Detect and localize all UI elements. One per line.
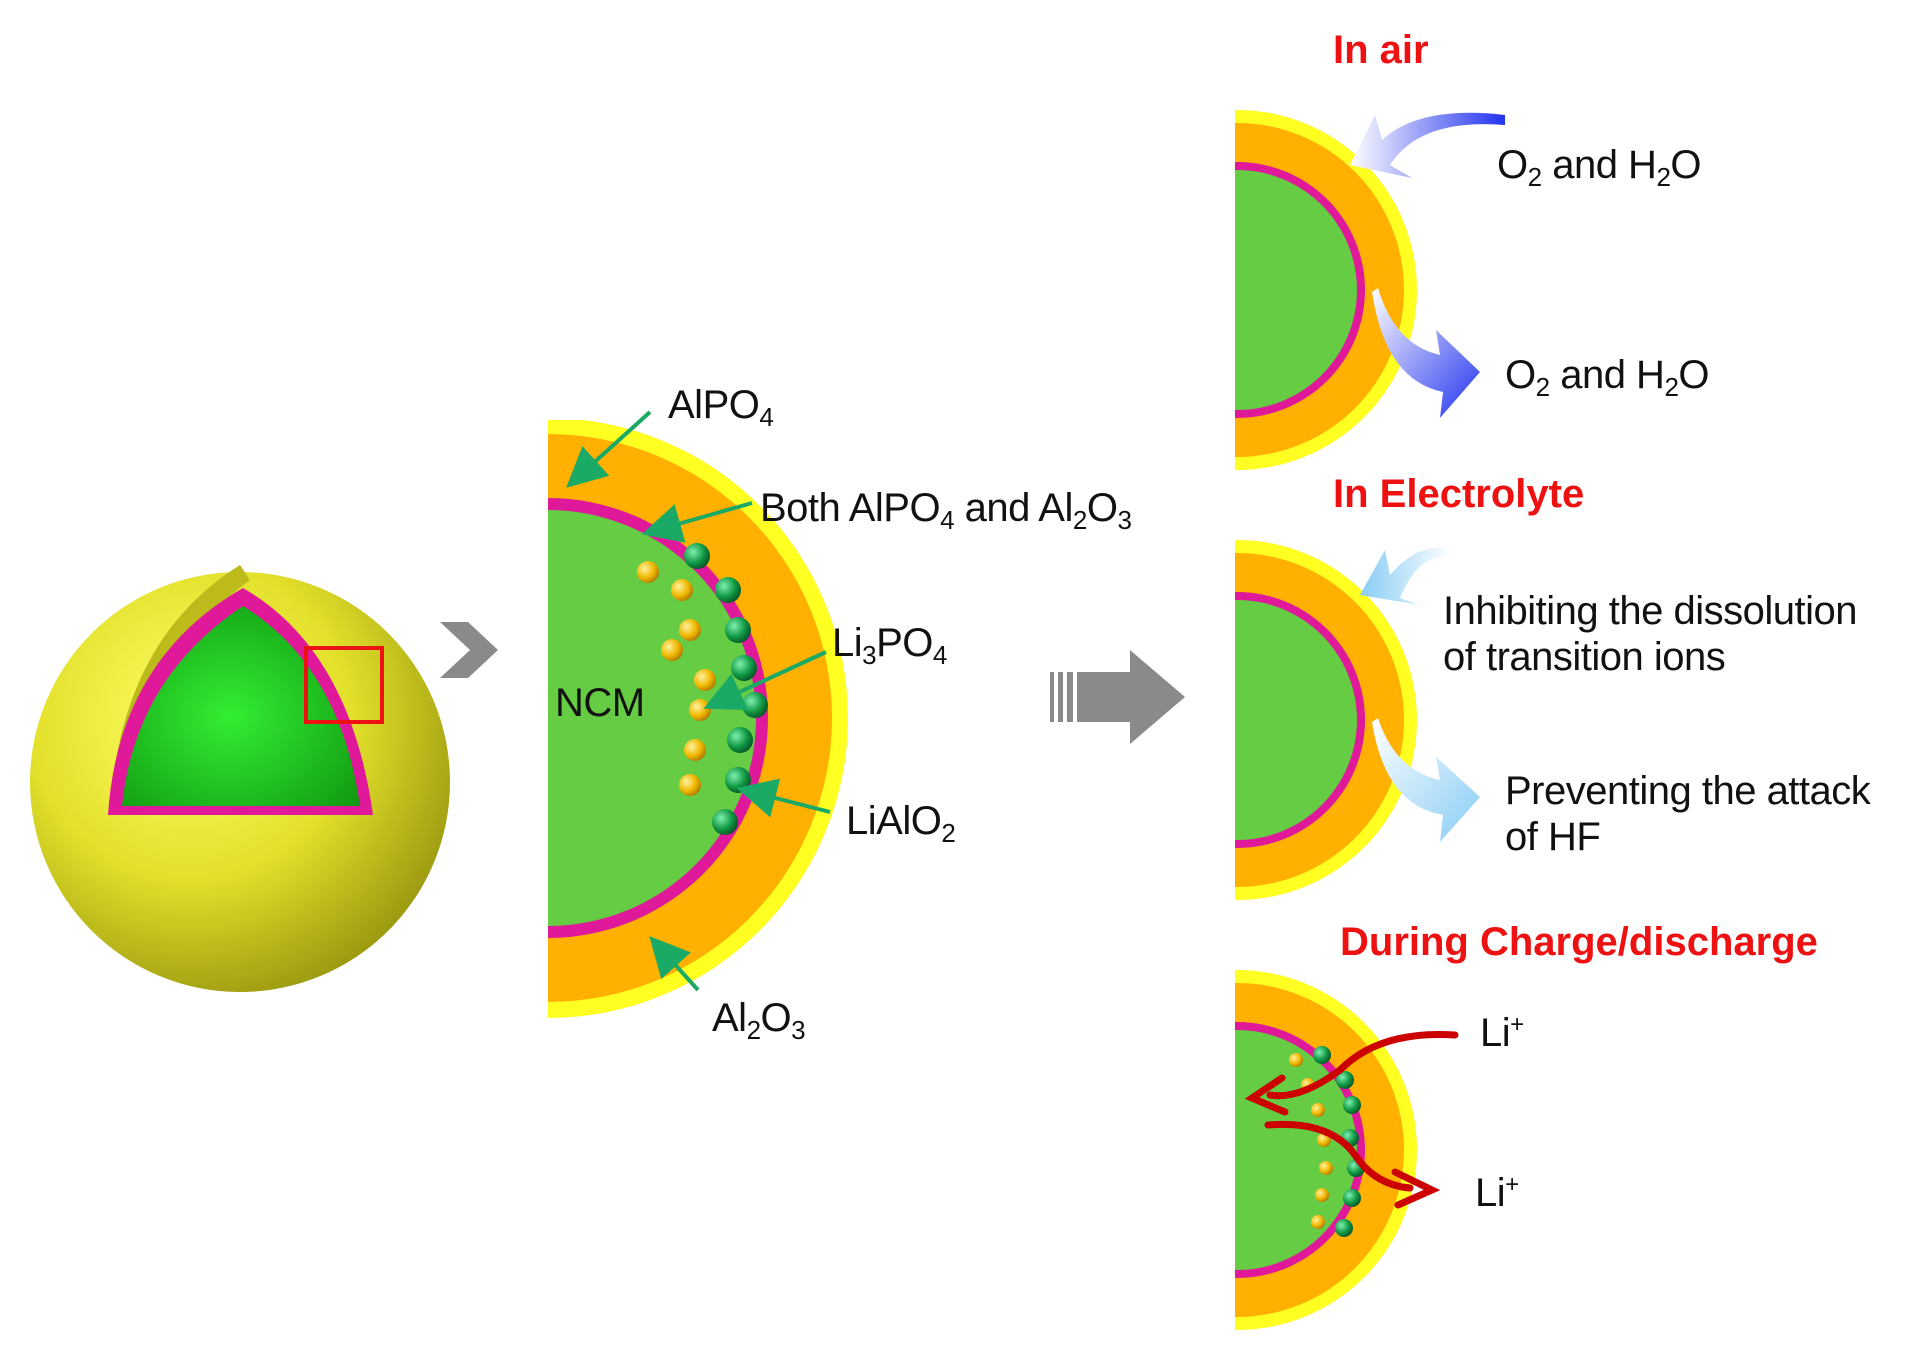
inhibiting-dissolution-label: Inhibiting the dissolution of transition… [1443,589,1857,679]
lialo2-particle [1335,1219,1353,1237]
lialo2-particle [1313,1046,1331,1064]
lialo2-particle [725,767,751,793]
lialo2-particle [1336,1071,1354,1089]
process-arrow-icon [1050,650,1185,744]
outgoing-arrow-icon [1372,288,1480,418]
deflected-arrow-icon [1350,112,1505,178]
in-electrolyte-heading: In Electrolyte [1333,472,1585,516]
in-air-heading: In air [1333,28,1429,72]
zoom-region-marker [304,646,384,724]
lialo2-particle [731,655,757,681]
outgoing-arrow-icon [1372,718,1480,842]
li3po4-particle [671,579,693,601]
in-electrolyte-cross-section [1235,540,1417,900]
coating-particles [637,543,768,835]
lialo2-particle [742,692,768,718]
deflected-arrow-icon [1360,547,1452,605]
li3po4-particle [1289,1053,1303,1067]
li-ion-incoming-label: Li+ [1480,1011,1524,1055]
li3po4-particle [1319,1161,1333,1175]
lialo2-particle [712,809,738,835]
lialo2-particle [727,727,753,753]
li3po4-label: Li3PO4 [832,621,947,670]
li3po4-particle [1315,1188,1329,1202]
li3po4-particle [661,639,683,661]
li3po4-particle [689,699,711,721]
lialo2-particle [715,577,741,603]
preventing-hf-label: Preventing the attack of HF [1505,769,1871,859]
lialo2-particle [1343,1096,1361,1114]
li-ion-outgoing-label: Li+ [1475,1171,1519,1215]
lialo2-particle [684,543,710,569]
lialo2-particle [1343,1189,1361,1207]
o2-h2o-outgoing-label: O2 and H2O [1505,353,1710,402]
lialo2-particle [725,617,751,643]
ncm-core-label: NCM [555,681,645,725]
li3po4-particle [684,739,706,761]
in-air-cross-section [1235,110,1417,470]
label-leader-lines [566,410,831,992]
li3po4-particle [694,669,716,691]
charge-discharge-cross-section [1235,970,1417,1330]
lialo2-label: LiAlO2 [846,799,956,848]
li3po4-particle [1311,1103,1325,1117]
during-charge-heading: During Charge/discharge [1340,920,1818,964]
li3po4-particle [637,561,659,583]
chevron-arrow-icon [440,622,498,678]
li3po4-particle [679,619,701,641]
coating-particles [1289,1046,1365,1237]
both-coating-label: Both AlPO4 and Al2O3 [760,486,1132,535]
alpo4-label: AlPO4 [668,383,774,432]
al2o3-label: Al2O3 [712,996,806,1045]
li-ion-transport-arrows [1244,1030,1459,1209]
li3po4-particle [1311,1215,1325,1229]
coated-particle-sphere [30,565,450,992]
li3po4-particle [679,774,701,796]
o2-h2o-incoming-label: O2 and H2O [1497,143,1702,192]
